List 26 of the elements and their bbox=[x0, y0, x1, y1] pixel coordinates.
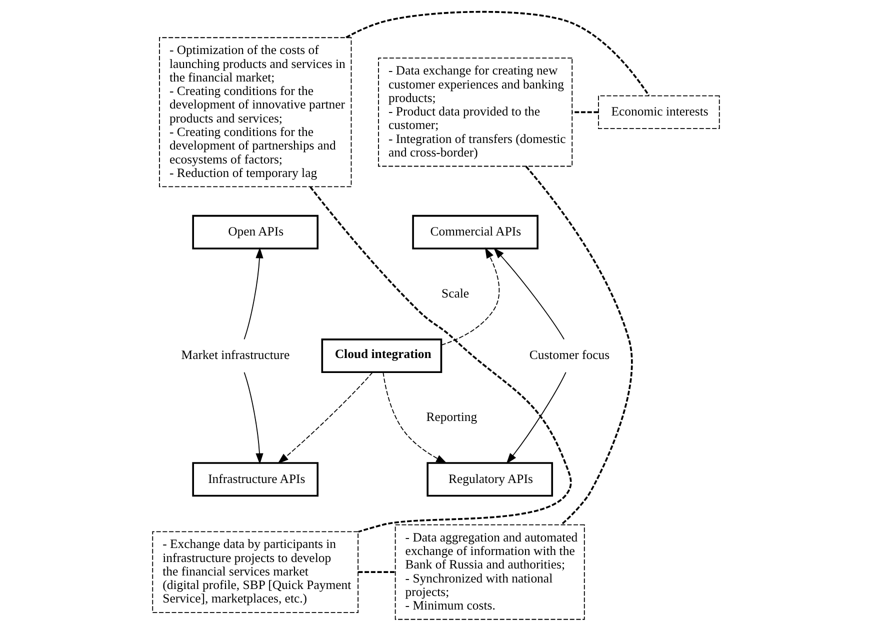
node-box: - Exchange data by participants in infrastructure projects to develop the financial services market (digital profile, SBP [Quick Payment Service], marketplaces, etc.) bbox=[152, 531, 358, 613]
node-box: - Data aggregation and automated exchange of information with the Bank of Russia and authorities; - Synchronized with national projects; - Minimum costs. bbox=[394, 524, 584, 620]
node-box: - Data exchange for creating new customer experiences and banking products; - Product data provided to the customer; - Integration of transfers (domestic and cross-border) bbox=[378, 58, 572, 167]
arrow bbox=[277, 372, 372, 464]
node-box: Economic interests bbox=[598, 95, 720, 129]
arrow bbox=[243, 247, 263, 340]
connector bbox=[309, 186, 571, 533]
node-box: Open APIs bbox=[192, 214, 318, 250]
arrow bbox=[493, 248, 564, 340]
node-text: Customer focus bbox=[528, 348, 610, 362]
node-box: Infrastructure APIs bbox=[192, 462, 318, 497]
node-box: Cloud integration bbox=[320, 338, 442, 374]
label: Scale bbox=[441, 286, 469, 300]
label: Reporting bbox=[426, 410, 477, 424]
node-box: Regulatory APIs bbox=[426, 462, 553, 497]
arrow bbox=[440, 247, 500, 346]
node-text: Market infrastructure bbox=[180, 348, 290, 362]
connector bbox=[358, 571, 395, 573]
connector bbox=[345, 10, 650, 96]
arrow bbox=[243, 372, 263, 464]
connector bbox=[572, 111, 598, 114]
node-box: Commercial APIs bbox=[412, 214, 538, 250]
arrow bbox=[382, 372, 447, 464]
connector bbox=[524, 166, 632, 526]
node-box: - Optimization of the costs of launching products and services in the financial market; - Creating conditions for the development of innovative partner products and services; - Creating conditions for the development of partnerships and ecosystems of factors; - Reduction of temporary lag bbox=[158, 37, 352, 188]
arrow bbox=[506, 372, 566, 464]
